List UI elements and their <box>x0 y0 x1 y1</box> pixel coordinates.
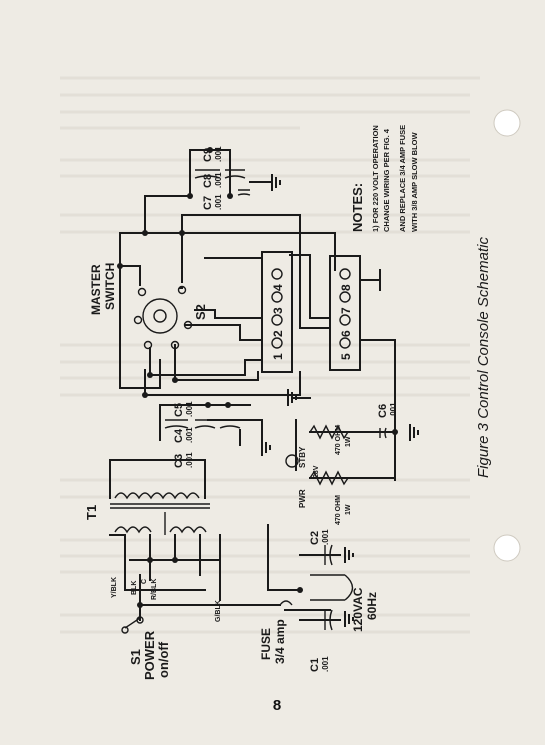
label-r2-value: 470 OHM <box>335 495 342 525</box>
terminal-number: 2 <box>271 330 285 337</box>
terminal-number: 8 <box>339 284 353 291</box>
label-wire-c: C <box>141 579 148 584</box>
label-fuse: FUSE <box>259 628 273 660</box>
power-switch-s1 <box>121 616 144 634</box>
label-c9: C9 <box>202 148 214 162</box>
label-c5: C5 <box>173 403 185 417</box>
label-c2-value: .001 <box>321 529 330 545</box>
terminal-screw <box>339 314 351 326</box>
junction-dots <box>117 147 398 608</box>
label-c1: C1 <box>309 658 321 672</box>
label-master-switch-line: MASTER <box>89 264 103 315</box>
label-c3-value: .001 <box>185 452 194 468</box>
label-s2: S2 <box>193 304 208 320</box>
label-s1: S1 <box>128 649 143 665</box>
label-power: POWER <box>142 630 157 680</box>
capacitors-c3-c4-c5 <box>164 419 271 456</box>
label-c9-value: .001 <box>214 146 223 162</box>
label-wire-gblk: G/BLK <box>215 600 222 622</box>
label-c7: C7 <box>202 196 214 210</box>
label-mains-frequency: 60Hz <box>365 592 379 620</box>
figure-caption: Figure 3 Control Console Schematic <box>475 237 492 478</box>
terminal-screw <box>339 268 351 280</box>
notes-line-3: AND REPLACE 3/4 AMP FUSE <box>398 125 407 232</box>
label-r1-value: 470 OHM <box>335 425 342 455</box>
label-stby: STBY <box>298 446 307 468</box>
label-wire-rblk: R/BLK <box>151 579 158 600</box>
terminal-number: 1 <box>271 353 285 360</box>
terminal-number: 7 <box>339 307 353 314</box>
label-master-switch: MASTER <box>89 264 103 315</box>
bleed-through-text <box>60 76 480 634</box>
master-switch-s2 <box>133 285 193 350</box>
terminal-number: 5 <box>339 353 353 360</box>
label-wire-blk: BLK <box>131 581 138 595</box>
label-c8-value: .001 <box>214 172 223 188</box>
notes-line-1: 1) FOR 220 VOLT OPERATION <box>371 125 380 232</box>
label-on-off: on/off <box>156 641 171 678</box>
mains-plug <box>310 574 354 601</box>
label-c6-value: .001 <box>389 402 398 418</box>
notes-line-4: WITH 3/8 AMP SLOW BLOW <box>410 131 419 232</box>
fuse <box>279 600 293 606</box>
terminal-numbers-block-1: 1 2 3 4 <box>271 268 285 360</box>
notes-line-2: CHANGE WIRING PER FIG. 4 <box>382 128 391 232</box>
label-mains-voltage: 120VAC <box>351 587 365 632</box>
label-c2: C2 <box>309 531 321 545</box>
label-master-switch-2: SWITCH <box>103 263 117 310</box>
terminal-number: 6 <box>339 330 353 337</box>
page-number: 8 <box>272 697 282 714</box>
stby-pwr-circuit <box>285 389 419 486</box>
terminal-screw <box>271 337 283 349</box>
capacitors-c7-c8-c9 <box>194 169 281 196</box>
capacitors-c1-c2 <box>324 544 354 631</box>
label-c4: C4 <box>173 428 185 443</box>
terminal-screw <box>271 291 283 303</box>
terminal-block-1 <box>261 251 293 373</box>
wiring <box>109 149 396 621</box>
binder-hole-bottom <box>493 534 521 562</box>
terminal-numbers-block-2: 5 6 7 8 <box>339 268 353 360</box>
label-c3: C3 <box>173 454 185 468</box>
label-c5-value: .001 <box>185 401 194 417</box>
label-c6: C6 <box>377 404 389 418</box>
label-c4-value: .001 <box>185 427 194 443</box>
terminal-number: 3 <box>271 307 285 314</box>
notes-heading: NOTES: <box>350 183 365 232</box>
transformer-t1 <box>110 492 210 535</box>
terminal-screw <box>339 337 351 349</box>
terminal-screw <box>271 314 283 326</box>
label-t1: T1 <box>84 505 99 520</box>
terminal-screw <box>339 291 351 303</box>
terminal-screw <box>271 268 283 280</box>
label-wire-yblk: Y/BLK <box>111 577 118 598</box>
terminal-block-2 <box>329 255 361 371</box>
label-r2-watt: 1W <box>345 504 352 515</box>
label-c1-value: .001 <box>321 656 330 672</box>
label-c8: C8 <box>202 174 214 188</box>
label-r1-watt: 1W <box>345 436 352 447</box>
label-pwr: PWR <box>298 489 307 508</box>
label-c7-value: .001 <box>214 194 223 210</box>
binder-hole-top <box>493 109 521 137</box>
label-fuse-rating: 3/4 amp <box>273 619 287 664</box>
terminal-number: 4 <box>271 284 285 291</box>
label-28v: 28V <box>313 465 320 478</box>
